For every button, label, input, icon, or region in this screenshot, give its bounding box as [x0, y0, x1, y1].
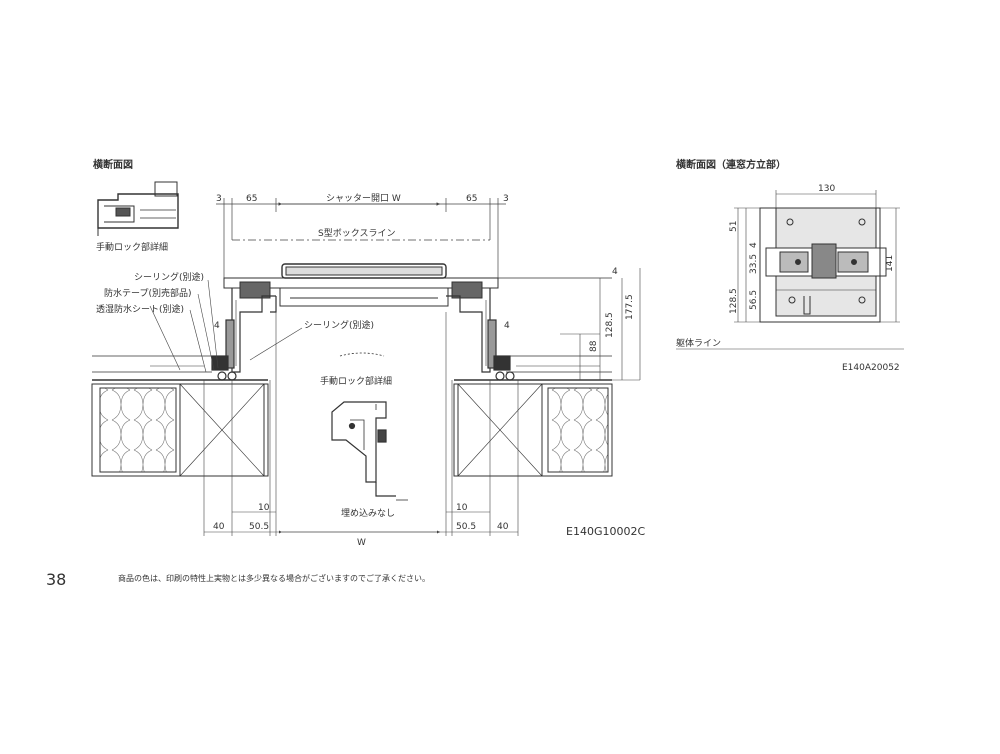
dim-bottom-40-left: 40 [213, 522, 225, 532]
inset-lock-detail [97, 181, 179, 236]
detail-caption: 手動ロック部詳細 [320, 375, 392, 387]
page-number: 38 [46, 570, 66, 589]
left-cross-section: 横断面図 手動ロック部詳細 3 65 シャッター開口 W 65 3 [91, 158, 645, 548]
mullion-section [759, 207, 887, 323]
dim-top-left-3: 3 [216, 194, 222, 204]
left-drawing-code: E140G10002C [566, 525, 645, 538]
dim-top-left-65: 65 [246, 194, 257, 204]
box-line-label: S型ボックスライン [318, 228, 395, 239]
dim-right-4: 4 [612, 267, 618, 277]
bottom-extension-lines [203, 312, 519, 536]
inset-caption: 手動ロック部詳細 [96, 241, 168, 253]
dim-right-4-small: 4 [749, 242, 759, 248]
dim-right-177-5: 177.5 [625, 294, 635, 320]
right-wall-body [453, 383, 613, 477]
right-jamb-frame [446, 288, 515, 381]
shutter-box [223, 263, 612, 307]
dim-bottom-40-right: 40 [497, 522, 509, 532]
callout-waterproof-tape: 防水テープ(別売部品) [104, 287, 191, 299]
sill-lines [92, 355, 612, 381]
dim-right-56-5: 56.5 [749, 290, 759, 310]
dim-bottom-50-5-left: 50.5 [249, 522, 269, 532]
dim-right-88: 88 [589, 340, 599, 352]
left-wall-body [91, 383, 269, 477]
left-jamb-frame [211, 288, 277, 381]
dim-bottom-10-left: 10 [258, 503, 270, 513]
body-line-label: 躯体ライン [676, 337, 721, 349]
dim-right-51: 51 [729, 221, 739, 232]
dim-bottom-w: W [357, 538, 366, 548]
callout-leaders [149, 279, 303, 373]
dim-bottom-10-right: 10 [456, 503, 468, 513]
right-vertical-dims [498, 268, 641, 381]
dim-top-right-3: 3 [503, 194, 509, 204]
right-drawing-code: E140A20052 [842, 363, 900, 373]
dim-right-141: 141 [885, 255, 895, 272]
callout-moisture-sheet: 透湿防水シート(別途) [96, 303, 184, 315]
dim-top-right-65: 65 [466, 194, 477, 204]
lock-detail-drawing [331, 352, 408, 501]
dim-side-4-right: 4 [504, 321, 510, 331]
callout-sealing-2: シーリング(別途) [304, 319, 374, 331]
dim-bottom-50-5-right: 50.5 [456, 522, 476, 532]
dim-right-33-5: 33.5 [749, 254, 759, 274]
dim-right-128-5: 128.5 [605, 312, 615, 338]
right-dimension-lines [676, 190, 904, 350]
opening-width-label: シャッター開口 W [326, 193, 401, 204]
dim-side-4-left: 4 [214, 321, 220, 331]
callout-sealing-1: シーリング(別途) [134, 271, 204, 283]
top-dimension-line [216, 198, 506, 278]
footer-note: 商品の色は、印刷の特性上実物とは多少異なる場合がございますのでご了承ください。 [118, 573, 430, 583]
embed-label: 埋め込みなし [341, 508, 395, 519]
dim-right-130: 130 [818, 184, 835, 194]
right-cross-section: 横断面図（連窓方立部） [676, 158, 904, 373]
right-section-title: 横断面図（連窓方立部） [676, 158, 786, 171]
dim-right-128-5b: 128.5 [729, 288, 739, 314]
left-section-title: 横断面図 [93, 158, 133, 171]
